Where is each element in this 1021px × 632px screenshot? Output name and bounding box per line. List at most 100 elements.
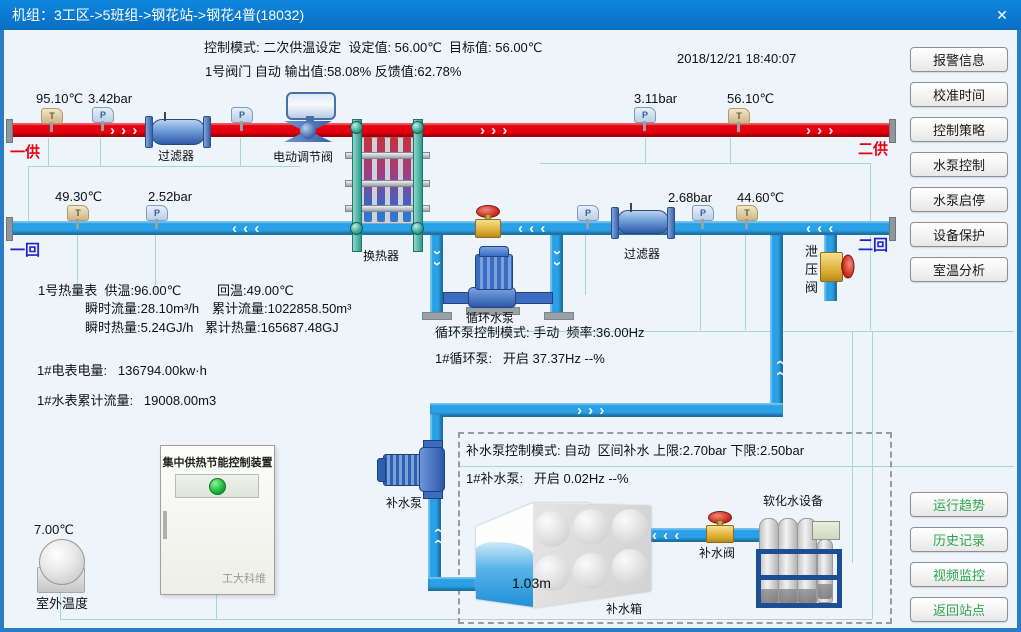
equipment-protect-button[interactable]: 设备保护 [910,222,1008,247]
back-to-station-button[interactable]: 返回站点 [910,597,1008,622]
return-temp-in-value: 49.30℃ [55,189,103,204]
window-border-left [0,30,4,632]
window-title: 机组：3工区->5班组->钢花站->钢花4普(18032) [12,7,305,23]
makeup-valve-label: 补水阀 [699,546,736,560]
circulation-pump-label: 循环水泵 [466,311,515,325]
window-border-right [1017,30,1021,632]
tank-panel-dome [612,509,648,545]
flow-down-icon: › › [549,250,566,268]
pressure-sensor-icon: P [634,107,656,131]
signal-line [60,619,872,620]
cabinet-brand: 工大科维 [222,573,266,585]
signal-line [100,138,101,166]
valve-body [820,252,843,282]
hx-frame-right [413,119,423,252]
filter-supply-label: 过滤器 [158,149,195,163]
hx-channel [377,137,385,222]
relief-valve-label: 泄压阀 [805,244,819,295]
circ-pump-mode: 循环泵控制模式: 手动 频率:36.00Hz [435,325,645,340]
supply-press-out-value: 3.11bar [634,91,678,106]
pipe-endcap [889,119,896,143]
pressure-sensor-icon: P [692,205,714,229]
trend-button[interactable]: 运行趋势 [910,492,1008,517]
heat-meter-line2-left: 瞬时流量:28.10m³/h [85,301,200,316]
heat-exchanger-label: 换热器 [363,249,400,263]
tank-water [476,542,533,607]
temperature-sensor-icon: T [736,205,758,229]
signal-line [48,138,49,166]
video-monitor-button[interactable]: 视频监控 [910,562,1008,587]
hx-flange [350,121,363,134]
cabinet-handle [163,511,167,539]
signal-line [28,166,29,221]
pressure-sensor-icon: P [577,205,599,229]
motor-valve-ball [300,123,316,139]
electric-meter-value: 1#电表电量: 136794.00kw·h [37,363,207,378]
alarm-info-button[interactable]: 报警信息 [910,47,1008,72]
makeup-horizontal-pipe [430,403,783,417]
valve-handwheel-icon [841,254,855,279]
pump-motor-cap [377,458,386,482]
return-temp-out-value: 44.60℃ [737,190,785,205]
cabinet-title: 集中供热节能控制装置 [162,457,273,469]
flow-up-icon: › › [429,526,446,544]
hx-tie-rod [345,205,430,212]
control-strategy-button[interactable]: 控制策略 [910,117,1008,142]
makeup-pump-inlet-pipe [430,414,443,444]
hx-tie-rod [345,180,430,187]
signal-line [745,235,746,330]
heat-meter-line3-left: 瞬时热量:5.24GJ/h [85,320,194,335]
return-press-in-value: 2.52bar [148,189,193,204]
calibrate-time-button[interactable]: 校准时间 [910,82,1008,107]
pump-volute [468,287,516,308]
return-press-out-value: 2.68bar [668,190,713,205]
tank-level-value: 1.03m [512,575,551,591]
pump-base-pad [544,312,574,320]
cabinet-indicator-panel [175,474,259,498]
softener-cylinder [797,518,817,608]
signal-line [460,466,1014,467]
filter-supply [145,112,211,148]
heat-meter-line2-right: 累计流量:1022858.50m³ [212,301,352,316]
makeup-pump1-status: 1#补水泵: 开启 0.02Hz --% [466,471,629,486]
flow-left-icon: ‹ ‹ ‹ [518,220,547,237]
tank-panel-dome [573,509,609,545]
motor-valve [280,92,336,152]
motor-valve-stem [306,116,314,122]
filter-return [611,203,675,239]
flow-left-icon: ‹ ‹ ‹ [652,527,681,544]
pump-discharge-stub [512,292,553,304]
signal-line [645,138,646,164]
pump-control-button[interactable]: 水泵控制 [910,152,1008,177]
signal-line [540,163,870,164]
close-icon[interactable]: ✕ [996,7,1008,23]
filter-vent-icon [164,112,166,121]
room-temp-analysis-button[interactable]: 室温分析 [910,257,1008,282]
supply-out-label: 二供 [858,141,889,158]
signal-line [730,138,731,164]
heat-meter-line1-left: 1号热量表 供温:96.00℃ [38,283,182,298]
title-bar: 机组：3工区->5班组->钢花站->钢花4普(18032) ✕ [0,0,1021,30]
flow-right-icon: › › › [577,402,606,419]
tank-panel-dome [534,511,570,547]
filter-vent-icon [630,203,632,212]
control-cabinet: 集中供热节能控制装置 工大科维 [160,445,275,595]
signal-line [60,575,61,619]
flow-right-icon: › › › [110,122,139,139]
tank-fill-pipe [648,528,710,542]
history-button[interactable]: 历史记录 [910,527,1008,552]
supply-temp-out-value: 56.10℃ [727,91,775,106]
outdoor-temp-label: 室外温度 [36,596,89,611]
pump-startstop-button[interactable]: 水泵启停 [910,187,1008,212]
makeup-tank-label: 补水箱 [606,602,643,616]
temperature-sensor-icon: T [67,205,89,229]
supply-in-label: 一供 [10,144,41,161]
datetime: 2018/12/21 18:40:07 [677,51,797,66]
return-out-label: 二回 [858,237,889,254]
pressure-sensor-icon: P [231,107,253,131]
flow-right-icon: › › › [806,122,835,139]
supply-press-in-value: 3.42bar [88,91,133,106]
signal-line [872,331,873,619]
supply-temp-in-value: 95.10℃ [36,91,84,106]
